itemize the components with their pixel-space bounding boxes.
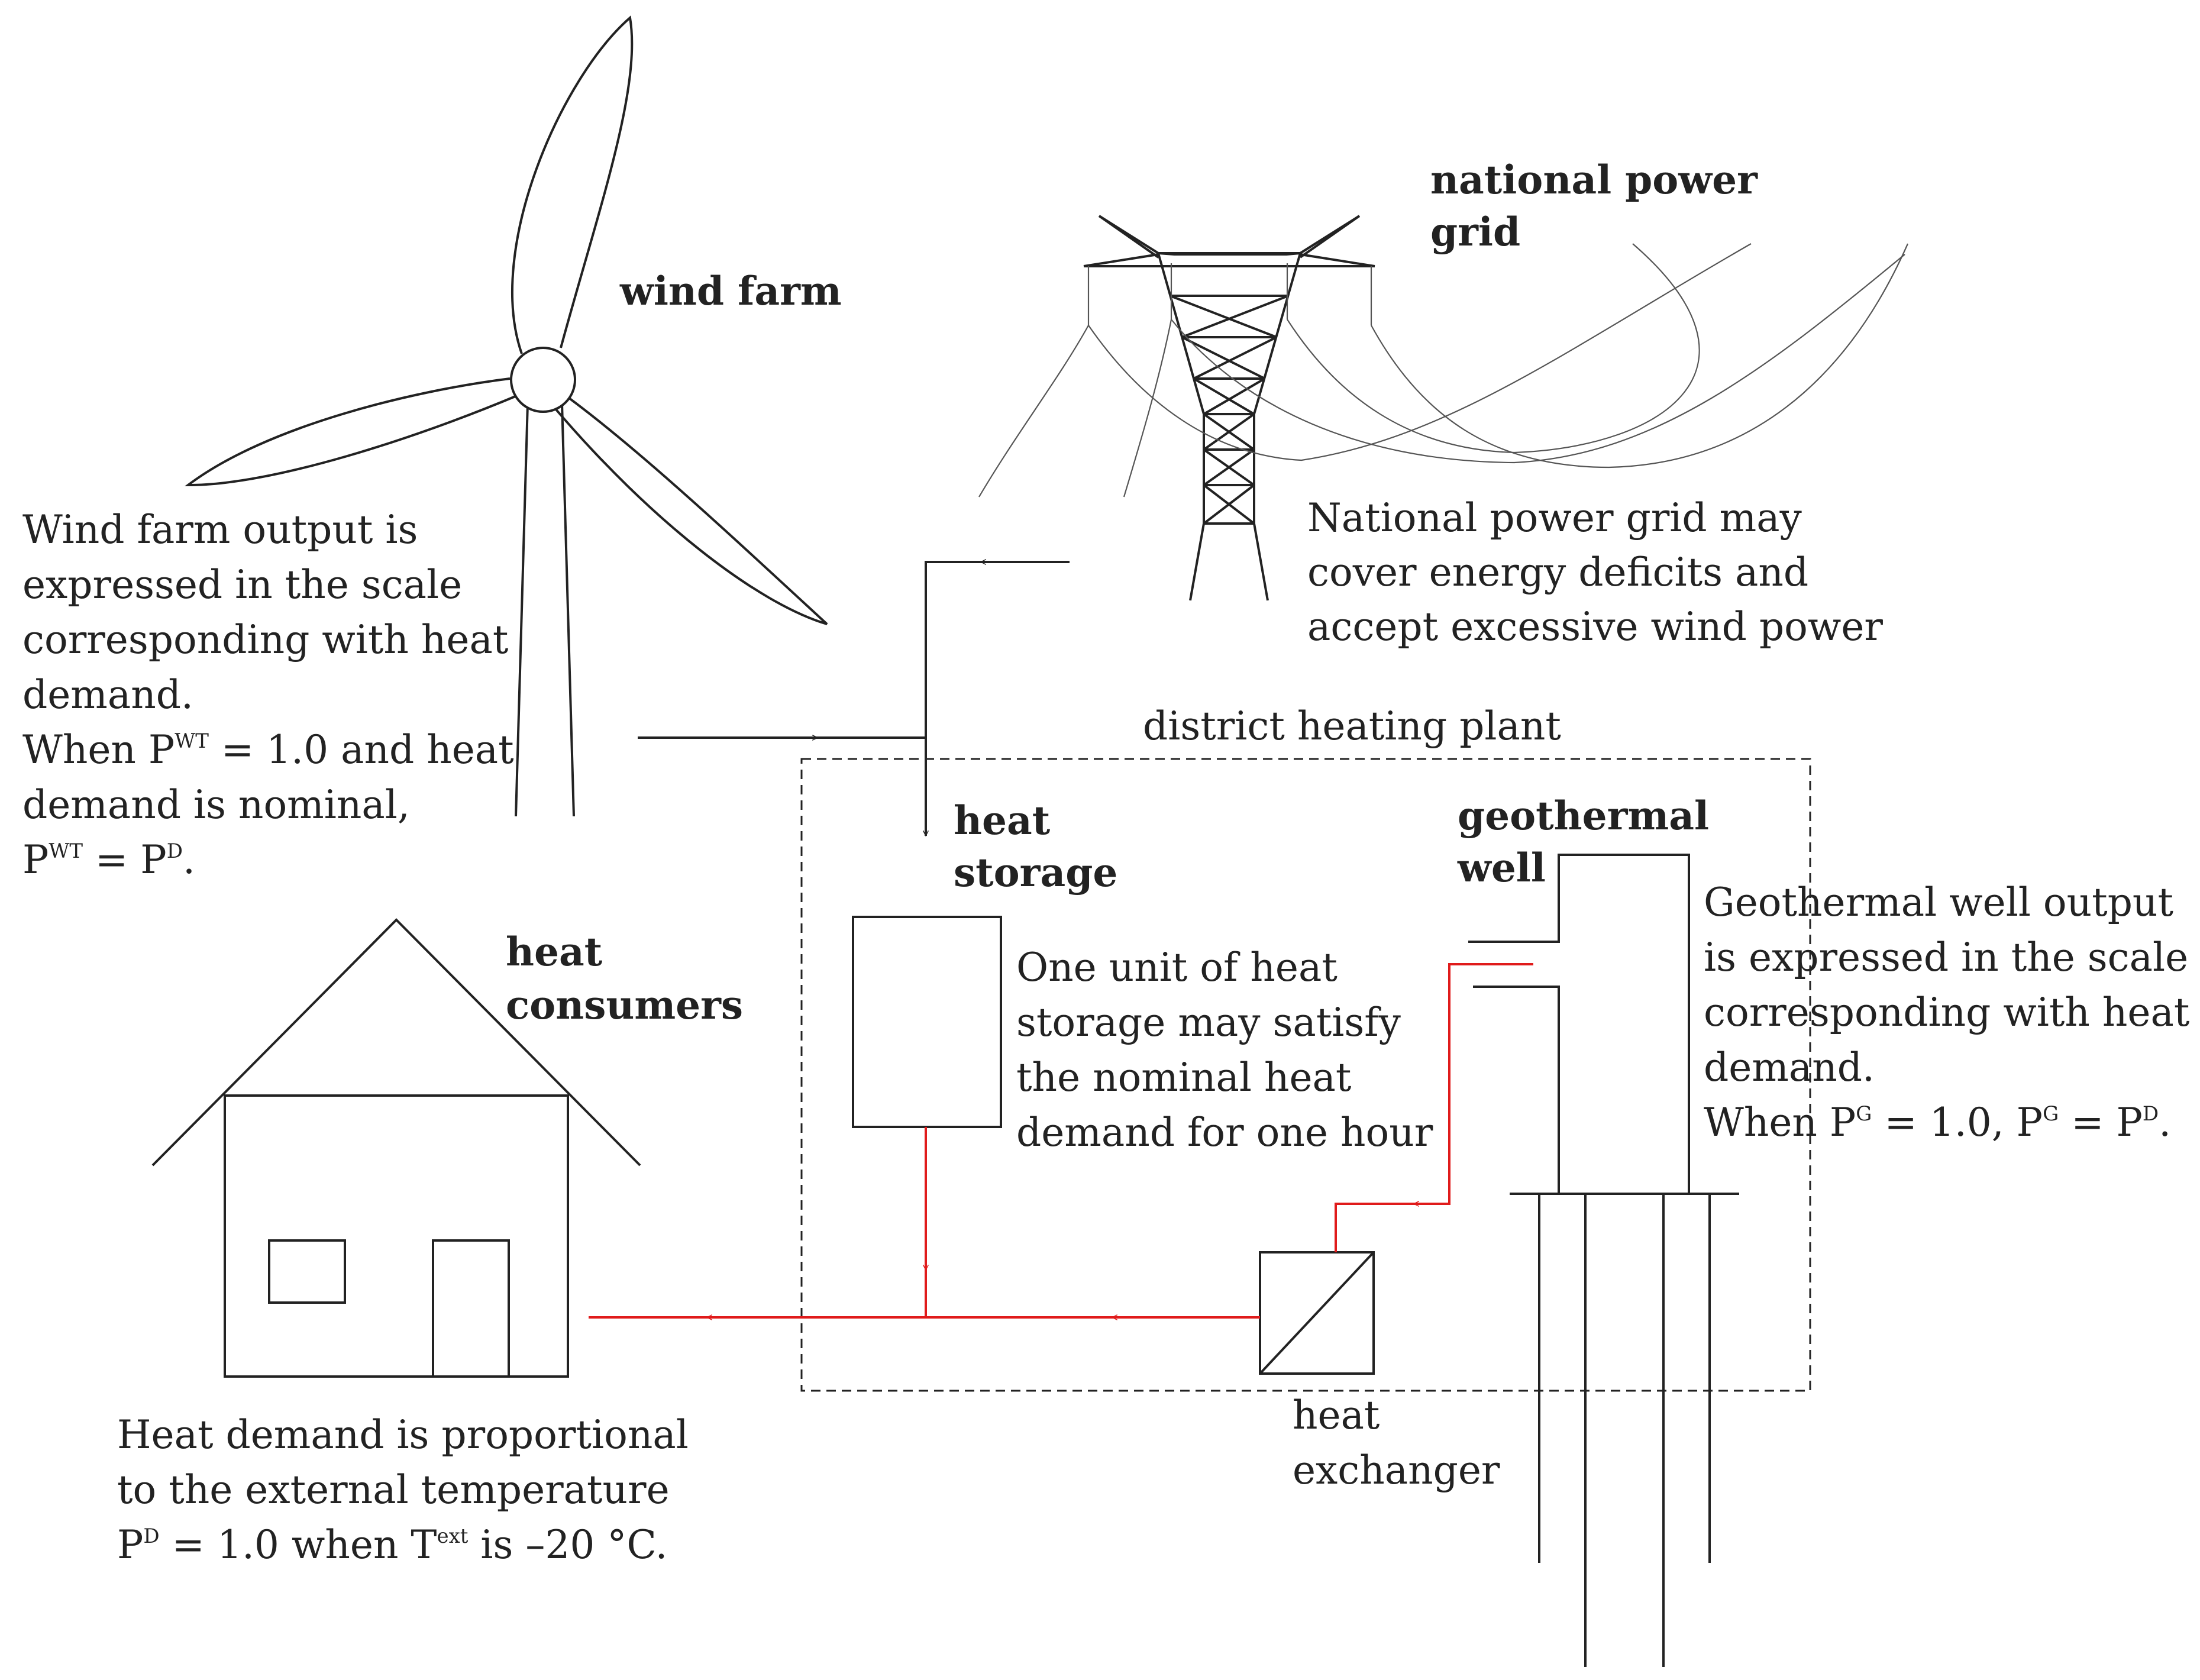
heat-storage-label: heat storage: [954, 797, 1117, 896]
transmission-tower-icon: [1083, 215, 1375, 601]
heat-storage-box: [852, 916, 1002, 1128]
heat-demand-note: Heat demand is proportional to the exter…: [117, 1412, 701, 1568]
district-heating-plant-boundary: [800, 758, 1811, 1392]
wind-farm-label: wind farm: [619, 268, 842, 314]
heat-storage-note: One unit of heat storage may satisfy the…: [1016, 945, 1433, 1155]
power-lines: [978, 243, 1909, 497]
heat-exchanger-icon: [1259, 1251, 1375, 1375]
heat-flows: [589, 963, 1533, 1317]
wind-farm-note: Wind farm output is expressed in the sca…: [22, 507, 526, 883]
geothermal-well-note: Geothermal well output is expressed in t…: [1704, 880, 2200, 1145]
national-power-grid-label: national power grid: [1430, 157, 1771, 255]
geothermal-well-icon: [1468, 854, 1739, 1667]
house-icon: [151, 918, 641, 1378]
electrical-flows: [638, 562, 1070, 836]
geothermal-well-label: geothermal well: [1457, 793, 1723, 891]
power-grid-note: National power grid may cover energy def…: [1307, 495, 1883, 650]
wind-turbine-icon: [185, 15, 828, 817]
district-heating-plant-label: district heating plant: [1143, 703, 1561, 749]
heat-exchanger-label: heat exchanger: [1293, 1393, 1500, 1493]
heat-consumers-label: heat consumers: [506, 929, 743, 1028]
